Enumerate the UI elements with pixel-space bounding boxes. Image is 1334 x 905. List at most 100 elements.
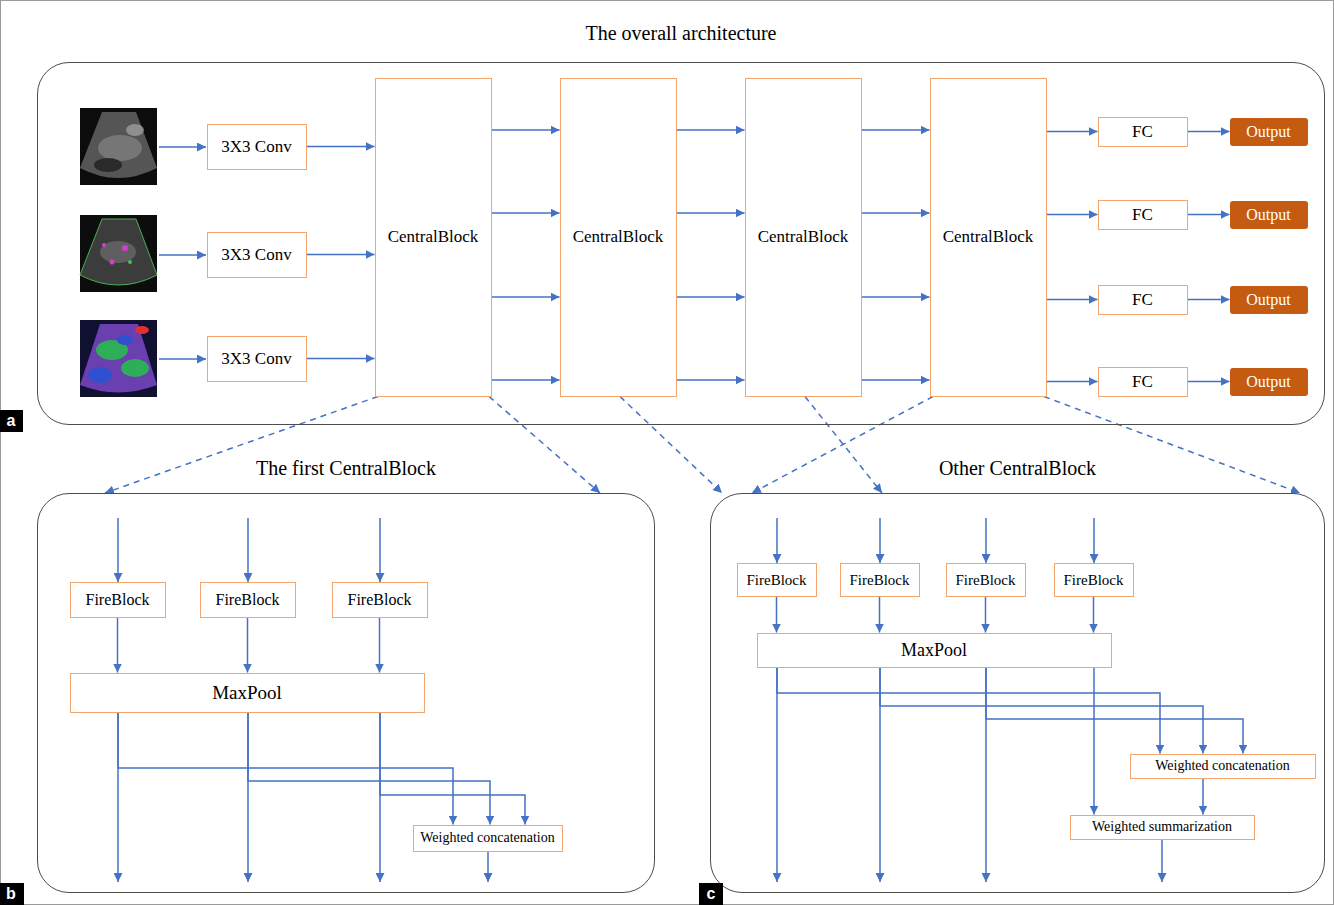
box-label: FireBlock [86,588,150,612]
connector-arrow [1047,381,1098,383]
fc-box: FC [1098,117,1188,147]
dashed-expand-arrow [620,397,722,494]
box-label: CentralBlock [573,225,664,249]
input-arrow [247,518,249,582]
connector-arrow [879,597,881,633]
input-arrow [985,518,987,563]
flow-dot [110,260,115,265]
panel-tag: a [0,410,23,432]
weighted-sum-box: Weighted summarization [1070,815,1255,840]
panel-heading: Other CentralBlock [711,456,1324,480]
tissue-blob [126,124,144,136]
output-box: Output [1230,286,1308,314]
connector-arrow [492,212,560,214]
fire-block: FireBlock [200,582,296,618]
box-label: Weighted summarization [1092,815,1232,839]
fire-block: FireBlock [70,582,166,618]
flow-dot [122,245,128,251]
box-label: 3X3 Conv [221,347,291,371]
output-box: Output [1230,118,1308,146]
box-label: FC [1132,203,1153,227]
box-label: FC [1132,288,1153,312]
output-arrow [487,852,489,882]
box-label: Weighted concatenation [420,826,555,850]
connector-arrow [1093,668,1095,815]
maxpool-box: MaxPool [70,673,425,713]
box-label: FireBlock [216,588,280,612]
connector-arrow [880,668,1203,754]
dashed-expand-arrow [489,397,600,494]
conv-box: 3X3 Conv [207,232,307,278]
connector-arrow [1093,597,1095,633]
connector-arrow [307,146,375,148]
input-arrow [159,358,206,360]
dashed-expand-arrow [105,397,378,494]
input-arrow [879,518,881,563]
tissue-blob [94,158,122,172]
panel-tag: c [699,883,723,905]
connector-arrow [1188,214,1230,216]
connector-arrow [118,713,453,825]
box-label: Output [1246,288,1290,312]
input-arrow [159,146,206,148]
fire-block: FireBlock [946,563,1026,597]
image-ground [80,108,157,185]
box-label: CentralBlock [758,225,849,249]
box-label: FireBlock [850,568,910,592]
central-block: CentralBlock [560,78,677,397]
weighted-concat-box: Weighted concatenation [413,825,563,852]
weighted-concat-box: Weighted concatenation [1130,754,1316,779]
box-label: CentralBlock [388,225,479,249]
fire-block: FireBlock [737,563,817,597]
fire-block: FireBlock [332,582,428,618]
panel-outline: 3X3 Conv3X3 Conv3X3 ConvCentralBlockCent… [37,62,1325,425]
connector-arrow [677,129,745,131]
connector-arrow [777,668,1160,754]
connector-arrow [380,713,525,825]
box-label: FireBlock [747,568,807,592]
input-arrow [1093,518,1095,563]
input-arrow [776,518,778,563]
connector-arrow [117,618,119,673]
fire-block: FireBlock [840,563,920,597]
connector-arrow [1047,214,1098,216]
connector-arrow [677,296,745,298]
central-block: CentralBlock [745,78,862,397]
box-label: FC [1132,370,1153,394]
fc-box: FC [1098,200,1188,230]
dashed-expand-arrow [1044,397,1300,494]
output-box: Output [1230,368,1308,396]
input-arrow [379,518,381,582]
maxpool-box: MaxPool [757,633,1112,668]
box-label: FireBlock [348,588,412,612]
stiffness-patch [88,367,112,383]
fire-block: FireBlock [1054,563,1134,597]
tissue-blob [98,135,142,161]
box-label: 3X3 Conv [221,243,291,267]
connector-arrow [248,713,490,825]
image-ground [80,320,157,397]
panel-outline: FireBlock FireBlock FireBlock FireBlockMaxP… [710,493,1325,893]
connector-arrow [1188,299,1230,301]
connector-arrow [1188,131,1230,133]
tissue-blob [100,241,136,263]
conv-box: 3X3 Conv [207,124,307,170]
connector-arrow [985,597,987,633]
ultrasound-doppler-image [80,215,157,292]
panel-letter: b [6,885,16,903]
ultrasound-bmode-image [80,108,157,185]
panel-outline: FireBlock FireBlock FireBlockMaxPoolWeight… [37,493,655,893]
output-arrow [776,668,778,882]
scan-fan [80,112,157,178]
fc-box: FC [1098,285,1188,315]
connector-arrow [677,212,745,214]
box-label: 3X3 Conv [221,135,291,159]
connector-arrow [776,597,778,633]
connector-arrow [1202,779,1204,815]
panel-letter: c [707,885,716,903]
connector-arrow [379,618,381,673]
box-label: FireBlock [956,568,1016,592]
central-block: CentralBlock [375,78,492,397]
